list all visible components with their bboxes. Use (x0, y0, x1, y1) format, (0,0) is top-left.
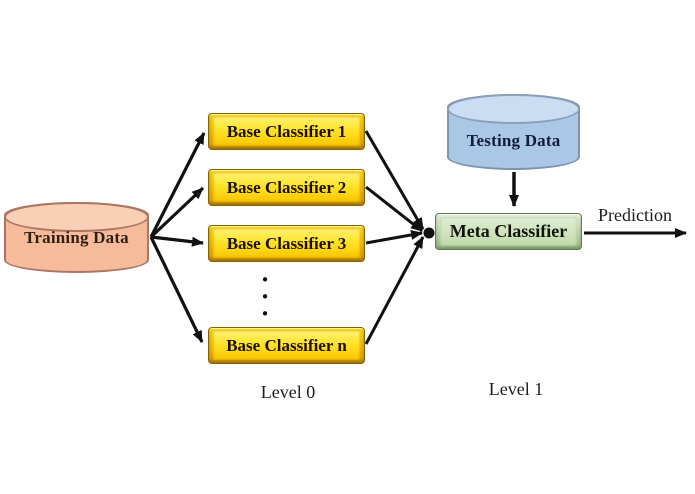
testing-data-label: Testing Data (466, 131, 561, 150)
base-classifier-2-box: Base Classifier 2 (208, 169, 365, 206)
base-classifier-n-box: Base Classifier n (208, 327, 365, 364)
cylinder-top (4, 202, 149, 232)
base-classifier-1-label: Base Classifier 1 (213, 117, 360, 146)
arrow-base-1-to-meta (364, 130, 425, 230)
arrow-training-to-base-1 (149, 132, 206, 238)
level-1-label: Level 1 (488, 379, 544, 399)
training-data-cylinder: Training Data (4, 202, 149, 273)
arrow-base-3-to-meta (365, 230, 423, 245)
arrow-base-2-to-meta (365, 185, 423, 233)
arrow-training-to-base-n (149, 236, 204, 343)
meta-classifier-box: Meta Classifier (435, 213, 582, 250)
training-data-label: Training Data (24, 227, 129, 247)
prediction-label: Prediction (598, 205, 672, 225)
level-0-label: Level 0 (260, 382, 316, 402)
base-classifier-1-box: Base Classifier 1 (208, 113, 365, 150)
arrow-training-to-base-3 (150, 235, 204, 247)
meta-classifier-label: Meta Classifier (440, 217, 577, 246)
ellipsis-dots: • • • (260, 271, 270, 323)
base-classifier-3-box: Base Classifier 3 (208, 225, 365, 262)
arrow-converge-point (423, 227, 435, 239)
testing-data-cylinder: Testing Data (447, 94, 580, 170)
arrow-base-n-to-meta (364, 236, 425, 345)
base-classifier-2-label: Base Classifier 2 (213, 173, 360, 202)
base-classifier-n-label: Base Classifier n (213, 331, 360, 360)
arrow-training-to-base-2 (149, 186, 205, 239)
cylinder-top (447, 94, 580, 124)
base-classifier-3-label: Base Classifier 3 (213, 229, 360, 258)
